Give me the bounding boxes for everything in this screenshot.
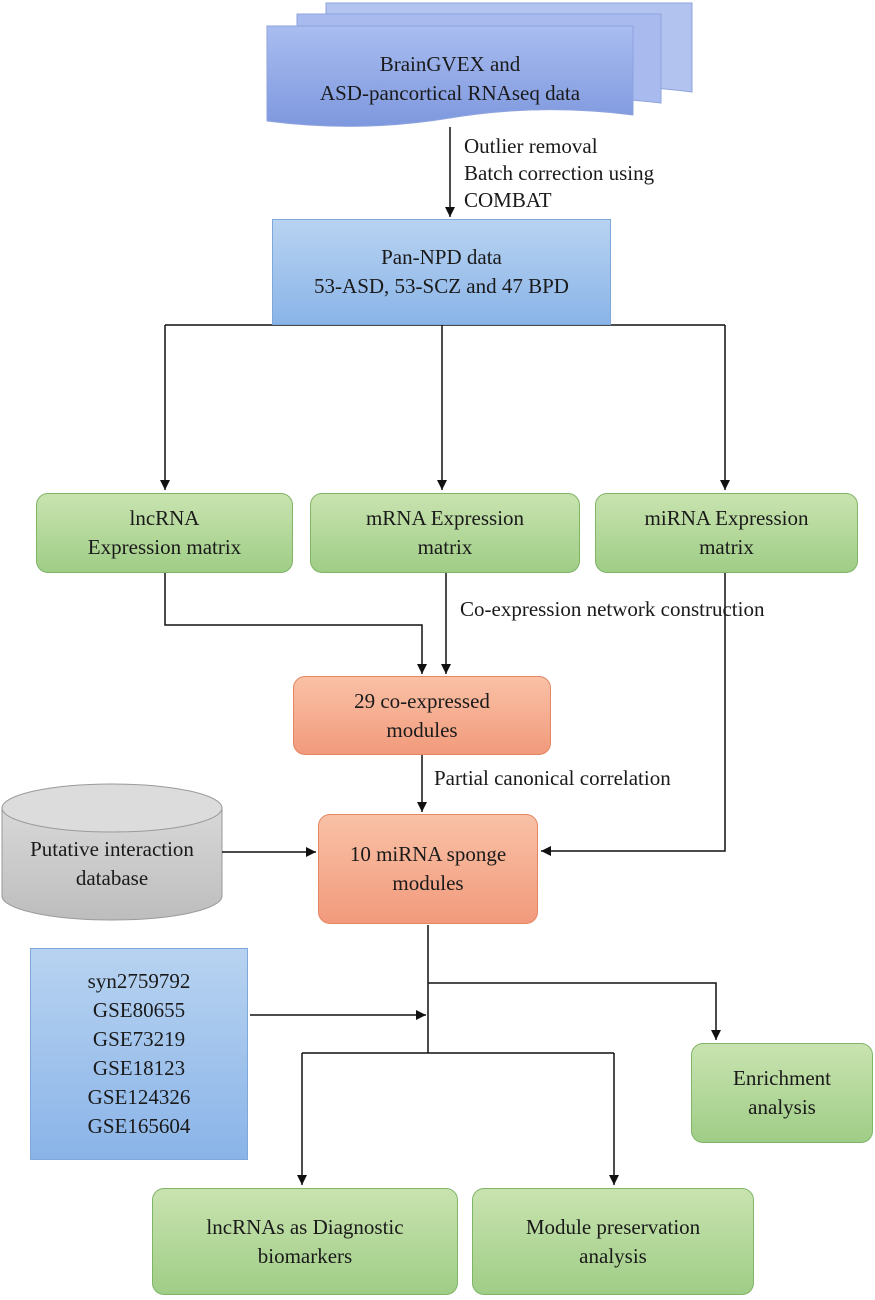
edge-lncrna-to-modules bbox=[164, 573, 427, 674]
node-mrna-matrix-line2: matrix bbox=[417, 535, 473, 559]
node-input-data-line1: BrainGVEX and bbox=[379, 52, 521, 76]
node-pan-npd: Pan-NPD data 53-ASD, 53-SCZ and 47 BPD bbox=[272, 219, 611, 325]
node-diagnostic-line2: biomarkers bbox=[257, 1243, 353, 1268]
node-diagnostic-line1: lncRNAs as Diagnostic bbox=[206, 1214, 404, 1239]
node-preservation: Module preservation analysis bbox=[472, 1188, 754, 1295]
node-sponge-modules-line1: 10 miRNA sponge bbox=[349, 842, 507, 866]
node-interaction-db-line2: database bbox=[75, 866, 149, 890]
edge-label-network: Co-expression network construction bbox=[460, 597, 765, 621]
edge-sponge-to-enrichment bbox=[428, 982, 721, 1040]
node-lncrna-matrix-line1: lncRNA bbox=[129, 506, 200, 530]
node-interaction-db-line1: Putative interaction bbox=[30, 837, 194, 861]
dataset-item: GSE124326 bbox=[87, 1085, 191, 1109]
node-coexpressed-modules: 29 co-expressed modules bbox=[293, 676, 551, 755]
node-lncrna-matrix: lncRNA Expression matrix bbox=[36, 493, 293, 573]
node-pan-npd-line1: Pan-NPD data bbox=[381, 245, 502, 269]
node-preservation-line1: Module preservation bbox=[525, 1214, 701, 1239]
input-data-document-shape bbox=[266, 2, 693, 127]
node-sponge-modules-line2: modules bbox=[392, 871, 464, 895]
edge-label-preprocess: Outlier removal Batch correction using C… bbox=[464, 133, 654, 214]
node-enrichment-line2: analysis bbox=[748, 1095, 816, 1119]
node-preservation-line2: analysis bbox=[579, 1243, 647, 1268]
edge-label-preprocess-line2: Batch correction using bbox=[464, 161, 655, 185]
dataset-item: GSE18123 bbox=[92, 1056, 186, 1080]
node-diagnostic: lncRNAs as Diagnostic biomarkers bbox=[152, 1188, 458, 1295]
node-datasets: syn2759792 GSE80655 GSE73219 GSE18123 GS… bbox=[30, 948, 248, 1160]
node-interaction-db: Putative interaction database bbox=[2, 832, 222, 896]
node-mirna-matrix-line2: matrix bbox=[699, 535, 754, 559]
node-mrna-matrix-line1: mRNA Expression bbox=[365, 506, 525, 530]
edge-mirna-to-sponge bbox=[541, 573, 726, 856]
node-enrichment: Enrichment analysis bbox=[691, 1043, 873, 1143]
node-mirna-matrix-line1: miRNA Expression bbox=[644, 506, 809, 530]
interaction-database-cylinder-shape bbox=[1, 783, 223, 921]
node-input-data-line2: ASD-pancortical RNAseq data bbox=[319, 81, 581, 105]
node-input-data: BrainGVEX and ASD-pancortical RNAseq dat… bbox=[267, 44, 633, 114]
node-coexpressed-modules-line2: modules bbox=[386, 717, 458, 742]
dataset-item: GSE165604 bbox=[87, 1114, 191, 1138]
edge-label-preprocess-line1: Outlier removal bbox=[464, 134, 598, 158]
node-lncrna-matrix-line2: Expression matrix bbox=[87, 535, 242, 559]
dataset-item: GSE73219 bbox=[92, 1027, 186, 1051]
node-mirna-matrix: miRNA Expression matrix bbox=[595, 493, 858, 573]
dataset-item: GSE80655 bbox=[92, 998, 186, 1022]
dataset-item: syn2759792 bbox=[87, 969, 191, 993]
edge-label-preprocess-line3: COMBAT bbox=[464, 188, 552, 212]
node-mrna-matrix: mRNA Expression matrix bbox=[310, 493, 580, 573]
node-sponge-modules: 10 miRNA sponge modules bbox=[318, 814, 538, 924]
node-pan-npd-line2: 53-ASD, 53-SCZ and 47 BPD bbox=[314, 274, 569, 298]
node-coexpressed-modules-line1: 29 co-expressed bbox=[354, 688, 490, 713]
edge-label-correlation: Partial canonical correlation bbox=[434, 766, 671, 790]
node-enrichment-line1: Enrichment bbox=[733, 1066, 831, 1090]
